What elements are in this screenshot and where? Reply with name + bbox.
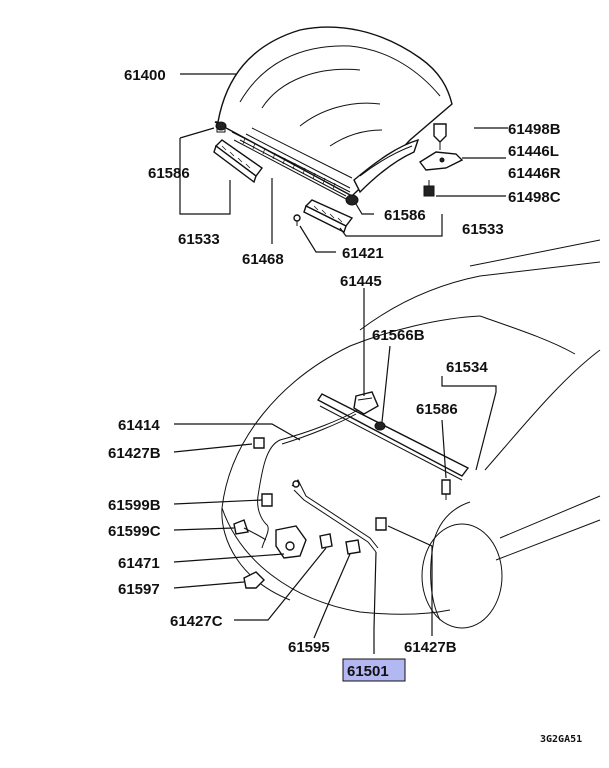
label-61586-right[interactable]: 61586 [416, 401, 458, 418]
label-61597[interactable]: 61597 [118, 581, 160, 598]
label-61586-mid[interactable]: 61586 [384, 207, 426, 224]
left-bumper-assembly [213, 121, 263, 184]
hood-latch [353, 391, 386, 431]
label-61501-highlighted[interactable]: 61501 [347, 663, 389, 680]
label-61446l[interactable]: 61446L [508, 143, 559, 160]
lower-latch-parts [233, 493, 361, 589]
hood-side-parts [418, 123, 464, 197]
label-61586-left[interactable]: 61586 [148, 165, 190, 182]
label-61534[interactable]: 61534 [446, 359, 488, 376]
label-61533-left[interactable]: 61533 [178, 231, 220, 248]
label-61566b[interactable]: 61566B [372, 327, 425, 344]
label-61446r[interactable]: 61446R [508, 165, 561, 182]
diagram-code: 3G2GA51 [540, 734, 582, 745]
label-61468[interactable]: 61468 [242, 251, 284, 268]
label-61471[interactable]: 61471 [118, 555, 160, 572]
label-61595[interactable]: 61595 [288, 639, 330, 656]
label-61427c[interactable]: 61427C [170, 613, 223, 630]
release-cable [257, 409, 359, 549]
leader-lines [173, 73, 508, 654]
label-61599c[interactable]: 61599C [108, 523, 161, 540]
label-61400[interactable]: 61400 [124, 67, 166, 84]
label-61414[interactable]: 61414 [118, 417, 160, 434]
label-61498b[interactable]: 61498B [508, 121, 561, 138]
label-61445[interactable]: 61445 [340, 273, 382, 290]
label-61498c[interactable]: 61498C [508, 189, 561, 206]
label-61427b-left[interactable]: 61427B [108, 445, 161, 462]
label-61533-mid[interactable]: 61533 [462, 221, 504, 238]
label-61599b[interactable]: 61599B [108, 497, 161, 514]
hood-seal-strip [231, 131, 351, 201]
label-61427b-right[interactable]: 61427B [404, 639, 457, 656]
highlight-box [342, 658, 406, 682]
car-body-outline [221, 239, 601, 629]
label-61421[interactable]: 61421 [342, 245, 384, 262]
hood-support-rod [291, 479, 379, 553]
mid-bumper-assembly [293, 194, 359, 233]
hood-stops [253, 437, 451, 531]
